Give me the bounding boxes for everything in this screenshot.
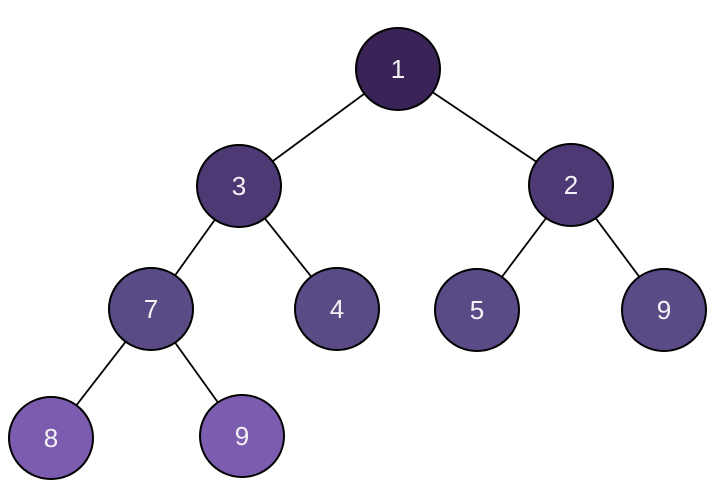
node-circle <box>621 268 707 352</box>
node-label: 8 <box>44 423 58 453</box>
tree-node-1: 1 <box>355 27 441 111</box>
node-circle <box>294 267 380 351</box>
tree-node-7: 7 <box>108 267 194 351</box>
node-circle <box>355 27 441 111</box>
tree-node-9: 9 <box>621 268 707 352</box>
node-circle <box>528 143 614 227</box>
node-label: 1 <box>391 54 405 84</box>
node-circle <box>434 268 520 352</box>
node-label: 9 <box>657 295 671 325</box>
node-label: 4 <box>330 294 344 324</box>
tree-node-2: 2 <box>528 143 614 227</box>
node-label: 9 <box>235 421 249 451</box>
node-label: 5 <box>470 295 484 325</box>
tree-node-9: 9 <box>199 394 285 478</box>
tree-node-5: 5 <box>434 268 520 352</box>
tree-node-8: 8 <box>8 396 94 480</box>
node-label: 7 <box>144 294 158 324</box>
node-label: 3 <box>232 171 246 201</box>
node-circle <box>196 144 282 228</box>
edges-layer <box>50 68 665 439</box>
tree-node-3: 3 <box>196 144 282 228</box>
node-circle <box>8 396 94 480</box>
tree-node-4: 4 <box>294 267 380 351</box>
node-circle <box>108 267 194 351</box>
node-circle <box>199 394 285 478</box>
nodes-layer: 1 3 2 7 4 5 9 8 9 <box>8 27 707 480</box>
node-label: 2 <box>564 170 578 200</box>
